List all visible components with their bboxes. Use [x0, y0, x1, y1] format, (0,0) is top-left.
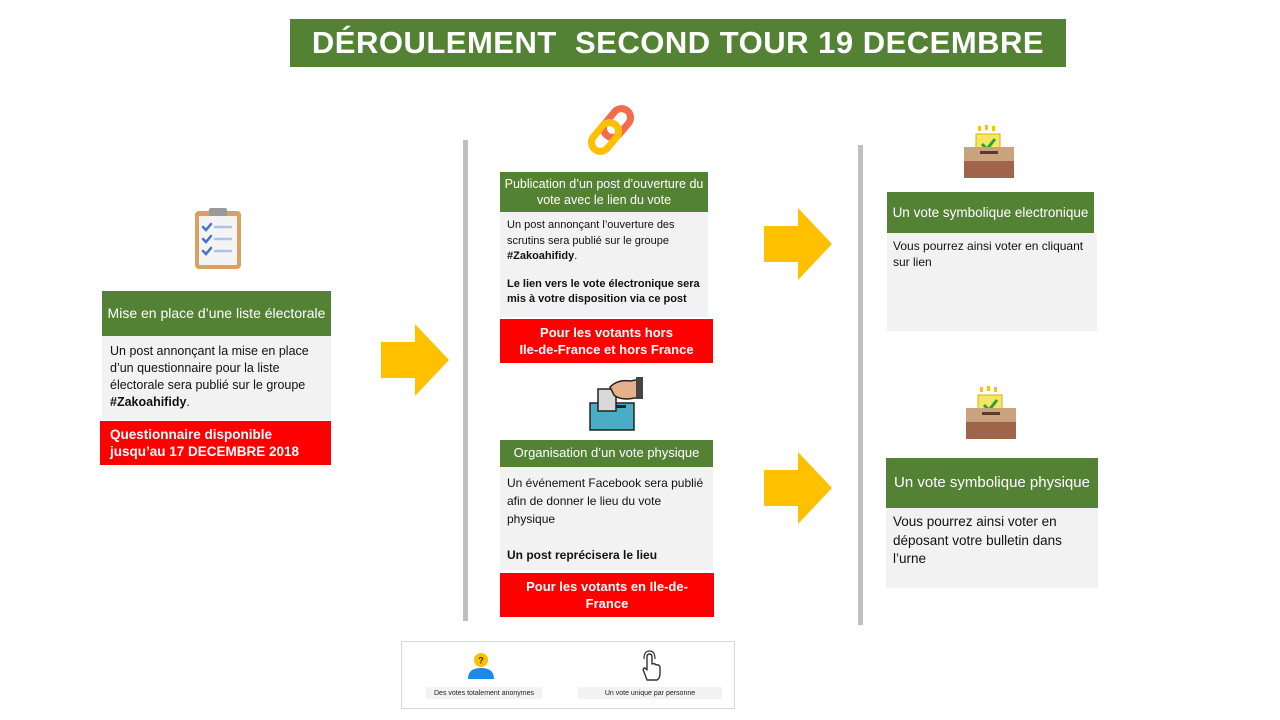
column-divider	[858, 145, 863, 625]
step3a-body: Vous pourrez ainsi voter en cliquant sur…	[887, 233, 1097, 331]
flow-arrow-right	[381, 324, 449, 396]
page-title: DÉROULEMENT SECOND TOUR 19 DECEMBRE	[290, 19, 1066, 67]
step2a-hashtag: #Zakoahifidy	[507, 250, 575, 262]
step3b-body: Vous pourrez ainsi voter en déposant vot…	[886, 508, 1098, 588]
step1-body-text: Un post annonçant la mise en place d’un …	[110, 344, 309, 392]
step3b-header: Un vote symbolique physique	[886, 458, 1098, 508]
step2b-body: Un événement Facebook sera publié afin d…	[500, 467, 713, 570]
svg-text:?: ?	[478, 656, 484, 666]
column-divider	[463, 140, 468, 621]
clipboard-checklist-icon	[193, 207, 243, 271]
step2a-audience-badge: Pour les votants hors Ile-de-France et h…	[500, 319, 713, 363]
flow-arrow-right	[764, 452, 832, 524]
step1-body-end: .	[186, 395, 190, 409]
legend-box: ? Des votes totalement anonymes Un vote …	[401, 641, 735, 709]
step1-header-text: Mise en place d’une liste électorale	[107, 304, 326, 321]
step3a-header: Un vote symbolique electronique	[887, 192, 1094, 233]
legend-item-anonymous-label: Des votes totalement anonymes	[434, 689, 534, 697]
step1-header: Mise en place d’une liste électorale	[102, 291, 331, 336]
step2b-note: Un post reprécisera le lieu	[507, 548, 658, 562]
step2a-body-text: Un post annonçant l’ouverture des scruti…	[507, 219, 675, 247]
step2a-audience-line2: Ile-de-France et hors France	[519, 342, 694, 357]
step3a-body-text: Vous pourrez ainsi voter en cliquant sur…	[893, 239, 1084, 269]
ballot-box-icon	[964, 386, 1018, 440]
step3b-header-text: Un vote symbolique physique	[894, 474, 1090, 491]
anonymous-user-icon: ?	[466, 652, 496, 680]
ballot-box-icon	[962, 125, 1016, 179]
step3a-header-text: Un vote symbolique electronique	[892, 205, 1089, 220]
step2a-header-text: Publication d’un post d’ouverture du vot…	[504, 177, 704, 207]
step2a-audience-line1: Pour les votants hors	[540, 325, 673, 340]
legend-item-unique: Un vote unique par personne	[578, 687, 722, 699]
step1-deadline-badge: Questionnaire disponible jusqu’au 17 DEC…	[100, 421, 331, 465]
pointing-hand-icon	[638, 650, 664, 682]
step2b-audience-line2: France	[585, 596, 629, 611]
step1-body: Un post annonçant la mise en place d’un …	[102, 336, 331, 420]
step2b-header: Organisation d’un vote physique	[500, 440, 713, 467]
step2a-note: Le lien vers le vote électronique sera m…	[507, 277, 700, 306]
step1-hashtag: #Zakoahifidy	[110, 395, 187, 409]
legend-item-anonymous: Des votes totalement anonymes	[426, 687, 542, 699]
step2a-body: Un post annonçant l’ouverture des scruti…	[500, 212, 708, 317]
step1-deadline-line2: jusqu’au 17 DECEMBRE 2018	[110, 444, 300, 459]
step1-deadline-line1: Questionnaire disponible	[110, 427, 273, 442]
ballot-box-hand-icon	[588, 377, 644, 431]
step2a-header: Publication d’un post d’ouverture du vot…	[500, 172, 708, 212]
step2b-audience-badge: Pour les votants en Ile-de- France	[500, 573, 714, 617]
step3b-body-text: Vous pourrez ainsi voter en déposant vot…	[893, 514, 1062, 566]
chain-link-icon	[586, 105, 638, 155]
legend-item-unique-label: Un vote unique par personne	[604, 689, 696, 697]
step2a-body-end: .	[574, 250, 578, 262]
step2b-header-text: Organisation d’un vote physique	[513, 445, 700, 461]
flow-arrow-right	[764, 208, 832, 280]
step2b-audience-line1: Pour les votants en Ile-de-	[526, 579, 688, 594]
step2b-body-text: Un événement Facebook sera publié afin d…	[507, 476, 704, 526]
